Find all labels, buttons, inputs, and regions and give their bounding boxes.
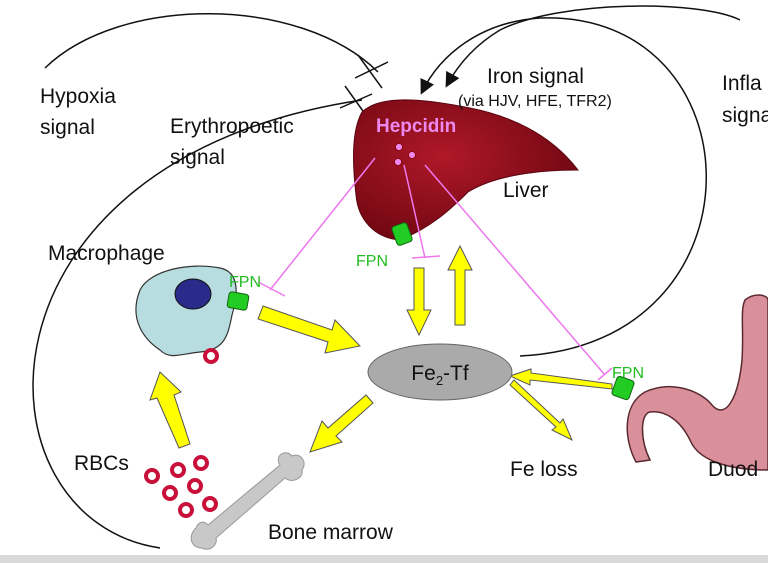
red-blood-cells: [144, 455, 218, 518]
liver-fpn-channel: [391, 222, 413, 246]
bottom-border: [0, 555, 768, 563]
macrophage-cell: [135, 265, 237, 357]
tf-to-liver-arrow: [447, 244, 473, 326]
hepcidin-label: Hepcidin: [376, 116, 456, 137]
macrophage-to-tf-arrow: [257, 305, 361, 354]
phagocytosed-rbc: [203, 348, 219, 364]
fe-loss-label: Fe loss: [510, 458, 578, 481]
flow-arrows: [149, 244, 613, 453]
hepcidin-inhibition-lines: [257, 157, 613, 381]
liver-fpn-label: FPN: [356, 253, 388, 270]
liver-to-tf-arrow: [406, 267, 432, 337]
fe2-tf-ellipse: [367, 343, 513, 401]
liver-label: Liver: [503, 179, 549, 202]
rbcs-label: RBCs: [74, 452, 129, 475]
inflammation-signal-curve: [445, 5, 741, 88]
tf-to-loss-arrow: [509, 379, 573, 442]
liver-shape: [353, 99, 580, 241]
macrophage-nucleus: [174, 278, 212, 310]
duodenum-label: Duod: [708, 458, 758, 481]
rbc-to-macrophage-arrow: [149, 371, 191, 449]
hypoxia-inhibit-mark: [354, 54, 389, 89]
bone-marrow-bone: [190, 452, 305, 550]
duodenum-to-tf-arrow: [508, 368, 613, 390]
erythropoetic-signal-curve: [32, 99, 363, 549]
macrophage-fpn-channel: [226, 291, 250, 311]
iron-signal-curve: [420, 17, 707, 357]
fe2-tf-label: Fe2-Tf: [411, 362, 469, 388]
tf-to-marrow-arrow: [309, 394, 374, 453]
macrophage-fpn-label: FPN: [229, 274, 261, 291]
iron-signal-mediators: (via HJV, HFE, TFR2): [458, 93, 612, 110]
duodenum-shape: [626, 294, 768, 471]
duodenum-fpn-channel: [611, 375, 635, 401]
iron-signal-label: Iron signal: [487, 65, 584, 88]
bone-marrow-label: Bone marrow: [268, 521, 394, 544]
hypoxia-signal-curve: [44, 13, 379, 73]
macrophage-label: Macrophage: [48, 242, 165, 265]
hepcidin-granules: [394, 143, 416, 166]
